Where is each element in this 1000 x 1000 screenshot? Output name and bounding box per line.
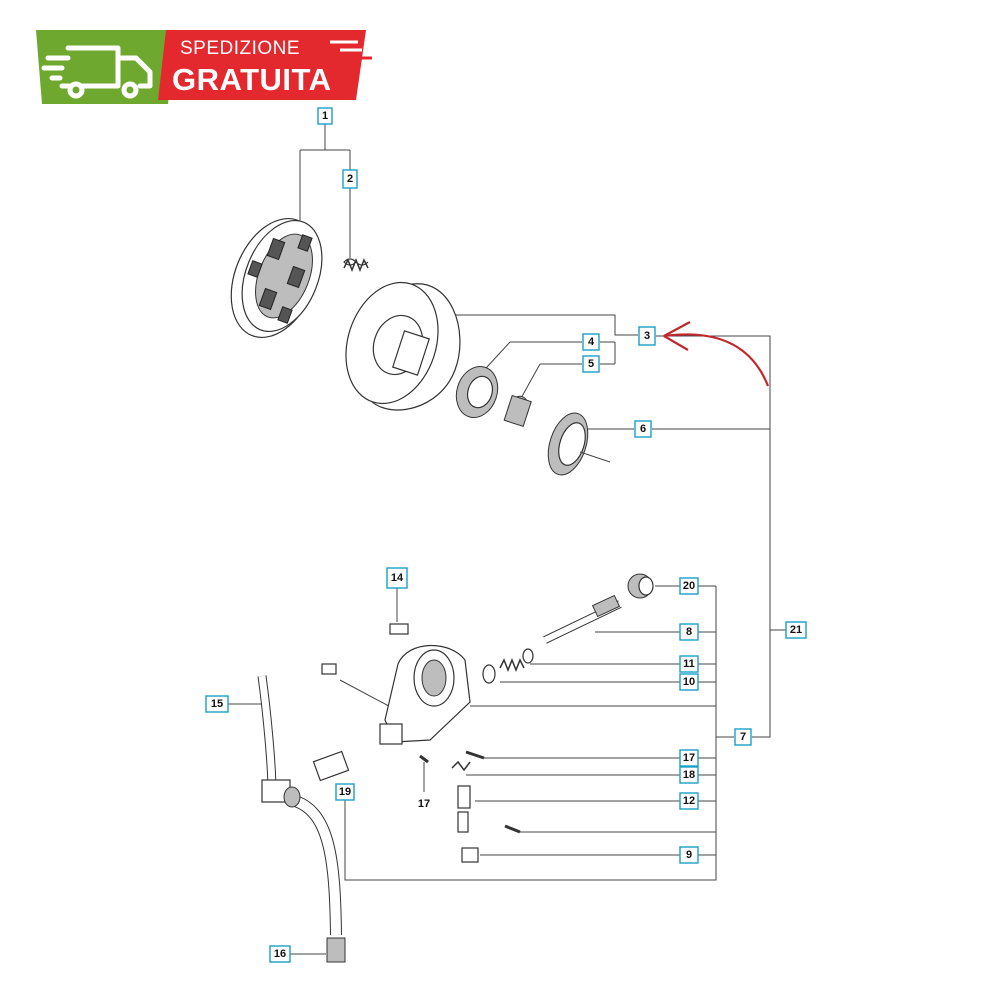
svg-text:5: 5: [588, 358, 594, 370]
free-shipping-banner: SPEDIZIONE GRATUITA: [36, 30, 372, 104]
oil-pump-housing: [379, 644, 471, 745]
svg-text:21: 21: [790, 624, 802, 636]
callout-3: 3: [638, 326, 656, 346]
svg-text:6: 6: [640, 423, 646, 435]
callout-12: 12: [679, 792, 699, 810]
callout-1: 1: [317, 107, 333, 125]
pump-spring: [499, 657, 525, 673]
svg-text:20: 20: [683, 580, 695, 592]
callout-labels: 1 2 3 4 5 6 14 20 8 21 11 10 15 7 17 18 …: [205, 107, 807, 963]
callout-19: 19: [335, 783, 355, 801]
banner-line2: GRATUITA: [172, 62, 332, 97]
svg-text:2: 2: [347, 173, 353, 185]
callout-15: 15: [205, 695, 229, 713]
callout-17-left: 17: [418, 798, 430, 810]
clutch-drum: [345, 281, 461, 411]
callout-5: 5: [582, 355, 600, 373]
callout-6: 6: [634, 420, 652, 438]
pump-washer: [482, 648, 534, 684]
svg-text:7: 7: [740, 731, 746, 743]
svg-text:16: 16: [274, 948, 286, 960]
svg-text:4: 4: [588, 336, 595, 348]
banner-red-tag: [158, 30, 366, 100]
pump-screw: [321, 623, 409, 675]
callout-21: 21: [785, 621, 807, 639]
callout-7: 7: [734, 728, 752, 746]
callout-9: 9: [679, 846, 699, 864]
svg-text:11: 11: [683, 658, 695, 670]
pump-bushing: [627, 573, 654, 599]
svg-text:19: 19: [339, 786, 351, 798]
svg-text:1: 1: [322, 110, 328, 122]
pump-plunger: [543, 594, 622, 644]
callout-16: 16: [269, 945, 291, 963]
svg-text:12: 12: [683, 795, 695, 807]
banner-line1: SPEDIZIONE: [180, 38, 300, 59]
needle-bearing: [503, 394, 532, 428]
highlight-arrow: [663, 321, 770, 387]
svg-text:9: 9: [686, 849, 692, 861]
clutch-shoe-assembly: [230, 217, 323, 339]
svg-text:15: 15: [211, 698, 223, 710]
callout-14: 14: [386, 567, 408, 589]
callout-20: 20: [679, 577, 699, 595]
callout-11: 11: [679, 655, 699, 673]
svg-text:10: 10: [683, 676, 695, 688]
clutch-spring: [343, 257, 369, 273]
svg-text:3: 3: [644, 330, 650, 342]
delivery-truck-icon: [41, 45, 153, 99]
pump-valve: [312, 750, 521, 863]
svg-text:14: 14: [391, 572, 404, 584]
oil-pickup-hose: [257, 675, 342, 936]
callout-4: 4: [582, 333, 600, 351]
callout-2: 2: [342, 169, 358, 189]
worm-gear: [547, 412, 611, 476]
oil-filter: [326, 937, 346, 963]
callout-17-right: 17: [679, 749, 699, 767]
callout-18: 18: [679, 766, 699, 784]
svg-text:18: 18: [683, 769, 695, 781]
svg-text:17: 17: [418, 798, 430, 810]
svg-text:8: 8: [686, 626, 692, 638]
callout-8: 8: [679, 623, 699, 641]
rim-sprocket: [455, 366, 499, 418]
callout-10: 10: [679, 673, 699, 691]
svg-text:17: 17: [683, 752, 695, 764]
